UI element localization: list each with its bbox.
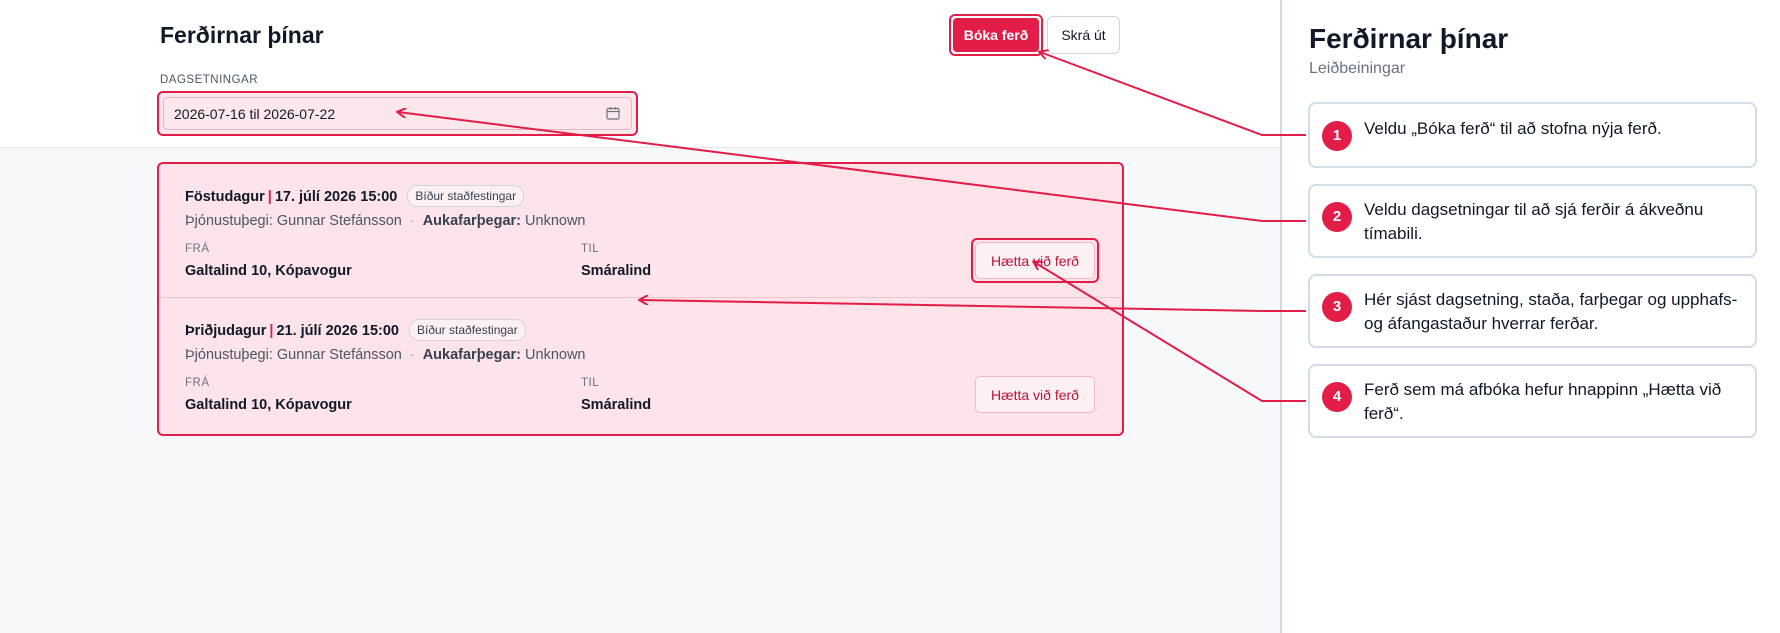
trip-day: Föstudagur xyxy=(185,189,265,205)
trip-datetime: 17. júlí 2026 15:00 xyxy=(274,189,398,205)
step-text: Veldu „Bóka ferð“ til að stofna nýja fer… xyxy=(1364,119,1662,138)
trip-card: Þriðjudagur|21. júlí 2026 15:00 Bíður st… xyxy=(159,297,1122,429)
trip-date: Föstudagur|17. júlí 2026 15:00 Bíður sta… xyxy=(185,185,525,208)
page-title: Ferðirnar þínar xyxy=(160,22,324,48)
book-trip-button[interactable]: Bóka ferð xyxy=(953,18,1039,52)
to-address: Smáralind xyxy=(581,397,652,413)
step-number: 4 xyxy=(1322,382,1352,412)
step-number: 2 xyxy=(1322,202,1352,232)
to-address: Smáralind xyxy=(581,263,652,279)
meta-separator: · xyxy=(409,213,415,229)
client-name: Gunnar Stefánsson xyxy=(276,347,402,363)
trip-date: Þriðjudagur|21. júlí 2026 15:00 Bíður st… xyxy=(185,319,526,342)
trip-day: Þriðjudagur xyxy=(185,323,267,339)
extra-passengers-label: Aukafarþegar: xyxy=(422,213,522,229)
date-range-label: DAGSETNINGAR xyxy=(160,74,259,86)
client-label: Þjónustuþegi: xyxy=(185,213,273,229)
client-name: Gunnar Stefánsson xyxy=(276,213,402,229)
status-badge: Bíður staðfestingar xyxy=(407,185,525,207)
trip-card: Föstudagur|17. júlí 2026 15:00 Bíður sta… xyxy=(159,164,1122,296)
trip-passengers: Þjónustuþegi: Gunnar Stefánsson · Aukafarþ… xyxy=(185,213,586,229)
step-text: Hér sjást dagsetning, staða, farþegar og… xyxy=(1364,290,1738,333)
calendar-icon[interactable] xyxy=(606,106,620,120)
from-address: Galtalind 10, Kópavogur xyxy=(185,397,352,413)
status-badge: Bíður staðfestingar xyxy=(409,319,526,341)
trip-list: Föstudagur|17. júlí 2026 15:00 Bíður sta… xyxy=(157,162,1124,436)
main-content: Ferðirnar þínar Bóka ferð Skrá út DAGSET… xyxy=(0,0,1280,436)
to-label: TIL xyxy=(581,243,600,255)
step-text: Veldu dagsetningar til að sjá ferðir á á… xyxy=(1364,200,1704,243)
cancel-trip-button[interactable]: Hætta við ferð xyxy=(975,242,1095,279)
instructions-sidebar: Ferðirnar þínar Leiðbeiningar 1 Veldu „B… xyxy=(1280,0,1780,633)
to-label: TIL xyxy=(581,377,600,389)
logout-button[interactable]: Skrá út xyxy=(1047,16,1120,54)
instruction-step-4: 4 Ferð sem má afbóka hefur hnappinn „Hæt… xyxy=(1308,364,1757,438)
sidebar-subtitle: Leiðbeiningar xyxy=(1309,60,1406,77)
instruction-step-2: 2 Veldu dagsetningar til að sjá ferðir á… xyxy=(1308,184,1757,258)
date-range-input[interactable] xyxy=(163,97,632,130)
from-label: FRÁ xyxy=(185,377,210,389)
separator: | xyxy=(269,323,274,339)
book-button-highlight xyxy=(949,14,1043,56)
trip-passengers: Þjónustuþegi: Gunnar Stefánsson · Aukafarþ… xyxy=(185,347,586,363)
step-number: 1 xyxy=(1322,121,1352,151)
instruction-step-3: 3 Hér sjást dagsetning, staða, farþegar … xyxy=(1308,274,1757,348)
cancel-trip-button[interactable]: Hætta við ferð xyxy=(975,376,1095,413)
extra-passengers-label: Aukafarþegar: xyxy=(422,347,522,363)
meta-separator: · xyxy=(409,347,415,363)
client-label: Þjónustuþegi: xyxy=(185,347,273,363)
instruction-step-1: 1 Veldu „Bóka ferð“ til að stofna nýja f… xyxy=(1308,102,1757,168)
extra-passengers-value: Unknown xyxy=(525,347,586,363)
trip-datetime: 21. júlí 2026 15:00 xyxy=(276,323,399,339)
top-bar: Ferðirnar þínar Bóka ferð Skrá út DAGSET… xyxy=(0,0,1280,148)
extra-passengers-value: Unknown xyxy=(525,213,586,229)
step-text: Ferð sem má afbóka hefur hnappinn „Hætta… xyxy=(1364,380,1722,423)
separator: | xyxy=(267,189,272,205)
from-label: FRÁ xyxy=(185,243,210,255)
from-address: Galtalind 10, Kópavogur xyxy=(185,263,352,279)
step-number: 3 xyxy=(1322,292,1352,322)
sidebar-title: Ferðirnar þínar xyxy=(1309,23,1509,54)
